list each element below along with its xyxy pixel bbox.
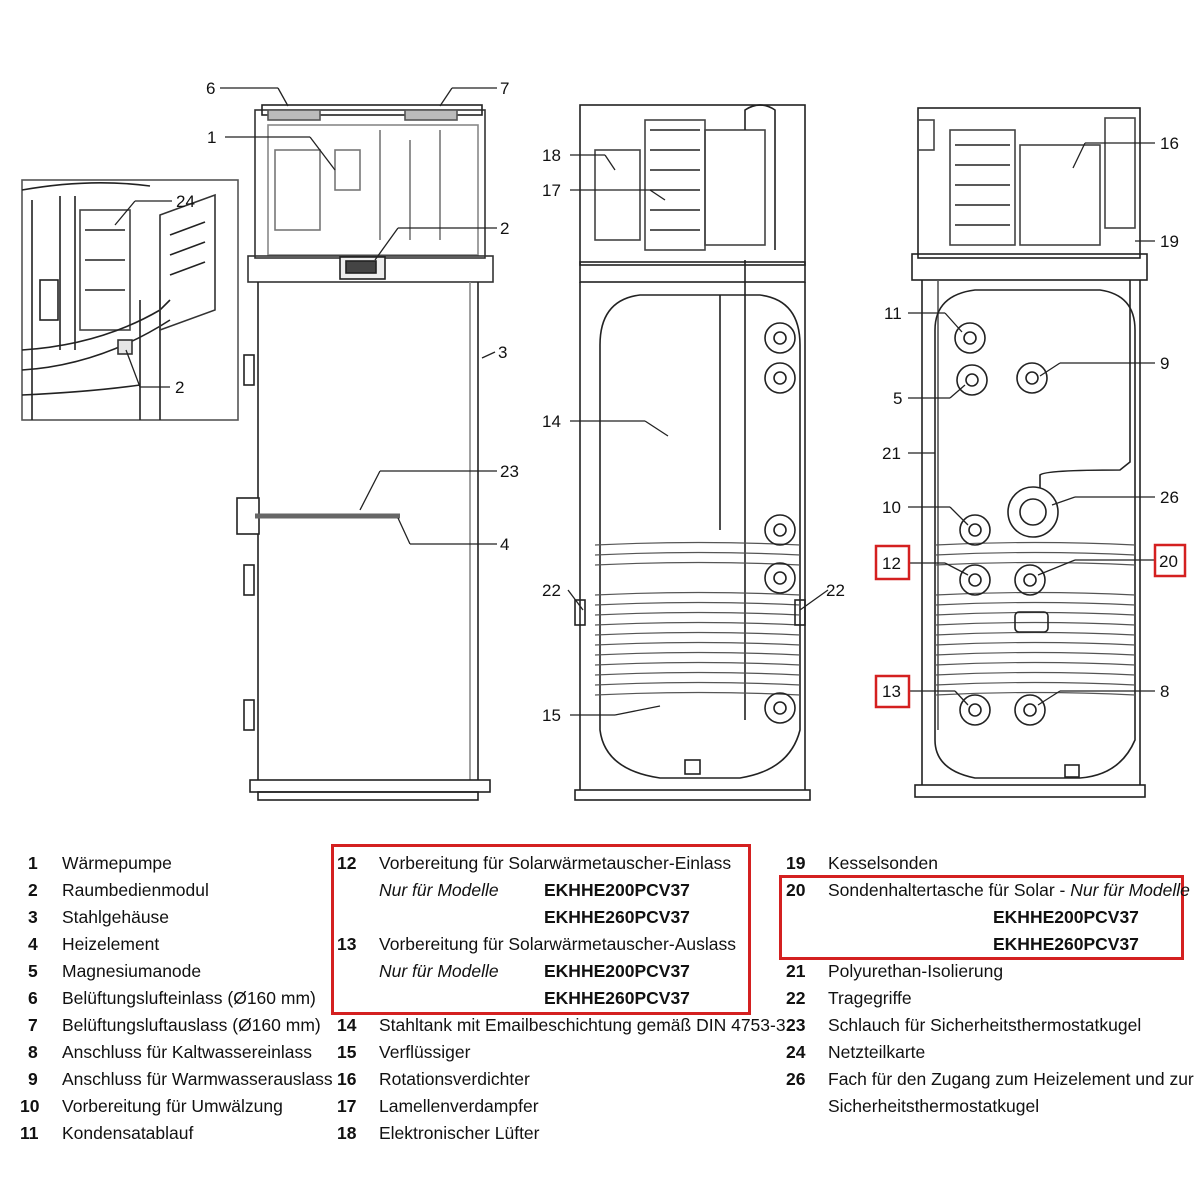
leader-lines: [114, 87, 1155, 716]
callout-22-right: 22: [826, 581, 845, 600]
legend-num: 17: [337, 1096, 357, 1116]
legend-model: EKHHE200PCV37: [544, 961, 690, 981]
legend-num: 20: [786, 880, 806, 900]
callout-17: 17: [542, 181, 561, 200]
callout-2-inset: 2: [175, 378, 184, 397]
legend-model: EKHHE200PCV37: [993, 907, 1139, 927]
side-view-unit: [911, 107, 1148, 798]
highlight-box-13: [874, 674, 911, 709]
legend-text: Anschluss für Kaltwassereinlass: [62, 1042, 312, 1062]
callout-5: 5: [893, 389, 902, 408]
legend-num: 6: [28, 988, 38, 1008]
legend-num: 14: [337, 1015, 357, 1035]
legend-text: Belüftungsluftauslass (Ø160 mm): [62, 1015, 321, 1035]
legend-model: EKHHE260PCV37: [544, 988, 690, 1008]
legend-num: 12: [337, 853, 357, 873]
legend-num: 9: [28, 1069, 38, 1089]
legend-num: 1: [28, 853, 38, 873]
legend-text: Tragegriffe: [828, 988, 912, 1008]
legend-num: 4: [28, 934, 38, 954]
callout-3: 3: [498, 343, 507, 362]
legend-num: 18: [337, 1123, 357, 1143]
legend-text: Stahlgehäuse: [62, 907, 170, 927]
legend-text: Schlauch für Sicherheitsthermostatkugel: [828, 1015, 1142, 1035]
callout-14: 14: [542, 412, 561, 431]
legend-num: 26: [786, 1069, 806, 1089]
callout-1: 1: [207, 128, 216, 147]
legend-note: Nur für Modelle: [1070, 880, 1190, 900]
legend-text: Vorbereitung für Umwälzung: [62, 1096, 283, 1116]
legend-text: Polyurethan-Isolierung: [828, 961, 1004, 981]
legend-text: Kesselsonden: [828, 853, 938, 873]
legend-text: Anschluss für Warmwasserauslass: [62, 1069, 333, 1089]
legend-text: Verflüssiger: [379, 1042, 471, 1062]
highlight-box-12-13: [331, 844, 751, 1015]
callout-23: 23: [500, 462, 519, 481]
callout-8: 8: [1160, 682, 1169, 701]
legend-num: 11: [20, 1123, 39, 1143]
callout-6: 6: [206, 79, 215, 98]
legend-text: Sicherheitsthermostatkugel: [828, 1096, 1040, 1116]
legend-num: 19: [786, 853, 806, 873]
legend-model: EKHHE200PCV37: [544, 880, 690, 900]
inset-detail-view: [21, 179, 239, 421]
legend-text: Wärmepumpe: [62, 853, 172, 873]
legend-text: Elektronischer Lüfter: [379, 1123, 540, 1143]
callout-4: 4: [500, 535, 509, 554]
legend-num: 10: [20, 1096, 40, 1116]
legend-note: Nur für Modelle: [379, 880, 499, 900]
legend-num: 21: [786, 961, 806, 981]
legend-num: 3: [28, 907, 38, 927]
callout-13: 13: [882, 682, 901, 701]
legend-text: Sondenhaltertasche für Solar -: [828, 880, 1071, 900]
legend-model: EKHHE260PCV37: [544, 907, 690, 927]
cutaway-view-unit: [574, 104, 811, 801]
callout-7: 7: [500, 79, 509, 98]
legend-text: Belüftungslufteinlass (Ø160 mm): [62, 988, 316, 1008]
legend-text: Lamellenverdampfer: [379, 1096, 539, 1116]
callout-9: 9: [1160, 354, 1169, 373]
highlight-box-20-legend: [779, 875, 1184, 960]
callout-24: 24: [176, 192, 195, 211]
legend-text: Vorbereitung für Solarwärmetauscher-Ausl…: [379, 934, 736, 954]
callout-11: 11: [884, 304, 902, 323]
callout-2: 2: [500, 219, 509, 238]
legend-num: 16: [337, 1069, 357, 1089]
legend-note: Nur für Modelle: [379, 961, 499, 981]
legend-num: 7: [28, 1015, 38, 1035]
legend-text: Raumbedienmodul: [62, 880, 209, 900]
callout-16: 16: [1160, 134, 1179, 153]
callout-18: 18: [542, 146, 561, 165]
legend-text: Magnesiumanode: [62, 961, 202, 981]
callout-26: 26: [1160, 488, 1179, 507]
callout-15: 15: [542, 706, 561, 725]
highlight-box-20: [1153, 543, 1187, 578]
legend-text: Kondensatablauf: [62, 1123, 194, 1143]
legend-model: EKHHE260PCV37: [993, 934, 1139, 954]
legend-num: 23: [786, 1015, 806, 1035]
legend-text: Heizelement: [62, 934, 160, 954]
callout-22-left: 22: [542, 581, 561, 600]
callout-labels: 6 7 1 2 3 23 4 24 2 18 17 14 15 22 22 16…: [175, 79, 1179, 725]
legend-text: Netzteilkarte: [828, 1042, 926, 1062]
legend-num: 15: [337, 1042, 357, 1062]
highlight-box-12: [874, 544, 911, 581]
legend-num: 13: [337, 934, 357, 954]
legend-text: Vorbereitung für Solarwärmetauscher-Einl…: [379, 853, 732, 873]
callout-21: 21: [882, 444, 901, 463]
callout-12: 12: [882, 554, 901, 573]
front-view-unit: [236, 104, 494, 801]
technical-drawing: 6 7 1 2 3 23 4 24 2 18 17 14 15 22 22 16…: [21, 79, 1187, 801]
legend-num: 5: [28, 961, 38, 981]
legend-text: Rotationsverdichter: [379, 1069, 530, 1089]
legend-num: 24: [786, 1042, 806, 1062]
legend-num: 22: [786, 988, 806, 1008]
callout-20: 20: [1159, 552, 1178, 571]
callout-10: 10: [882, 498, 901, 517]
legend-text: Stahltank mit Emailbeschichtung gemäß DI…: [379, 1015, 786, 1035]
legend-num: 8: [28, 1042, 38, 1062]
legend-text: Fach für den Zugang zum Heizelement und …: [828, 1069, 1194, 1089]
callout-19: 19: [1160, 232, 1179, 251]
legend-num: 2: [28, 880, 38, 900]
